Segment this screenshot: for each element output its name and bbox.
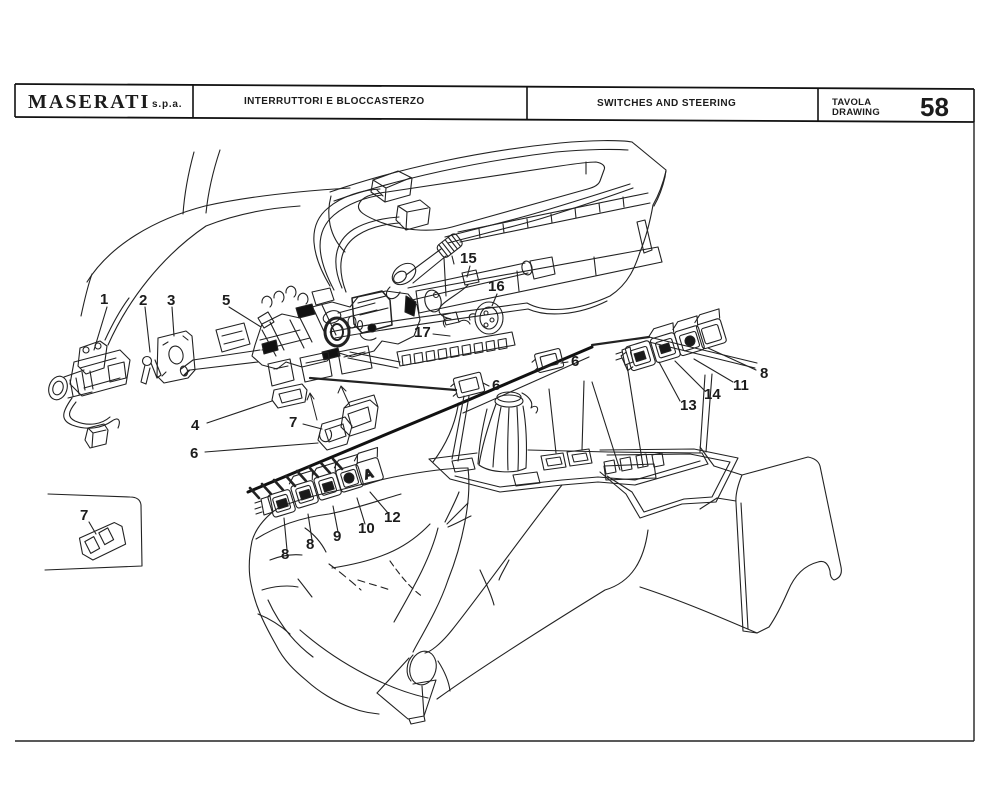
svg-text:9: 9 bbox=[333, 528, 341, 545]
svg-text:7: 7 bbox=[289, 414, 297, 431]
svg-text:TAVOLA: TAVOLA bbox=[832, 97, 871, 108]
svg-text:6: 6 bbox=[571, 353, 579, 370]
svg-text:INTERRUTTORI E BLOCCASTERZO: INTERRUTTORI E BLOCCASTERZO bbox=[244, 96, 425, 107]
svg-text:3: 3 bbox=[167, 292, 175, 309]
svg-text:8: 8 bbox=[760, 365, 768, 382]
svg-text:10: 10 bbox=[358, 520, 375, 537]
svg-text:7: 7 bbox=[80, 507, 88, 524]
svg-text:14: 14 bbox=[704, 386, 721, 403]
svg-text:DRAWING: DRAWING bbox=[832, 107, 880, 118]
svg-text:1: 1 bbox=[100, 291, 108, 308]
svg-text:8: 8 bbox=[281, 546, 289, 563]
svg-text:17: 17 bbox=[414, 324, 431, 341]
svg-text:6: 6 bbox=[492, 377, 500, 394]
svg-text:8: 8 bbox=[306, 536, 314, 553]
svg-text:4: 4 bbox=[191, 417, 200, 434]
svg-text:2: 2 bbox=[139, 292, 147, 309]
svg-text:MASERATI: MASERATI bbox=[28, 91, 150, 113]
svg-text:6: 6 bbox=[190, 445, 198, 462]
svg-text:15: 15 bbox=[460, 250, 477, 267]
svg-text:16: 16 bbox=[488, 278, 505, 295]
svg-text:SWITCHES AND STEERING: SWITCHES AND STEERING bbox=[597, 98, 736, 109]
svg-text:13: 13 bbox=[680, 397, 697, 414]
svg-text:58: 58 bbox=[920, 92, 949, 122]
svg-text:11: 11 bbox=[733, 377, 749, 394]
svg-text:5: 5 bbox=[222, 292, 230, 309]
svg-text:s.p.a.: s.p.a. bbox=[152, 99, 182, 110]
